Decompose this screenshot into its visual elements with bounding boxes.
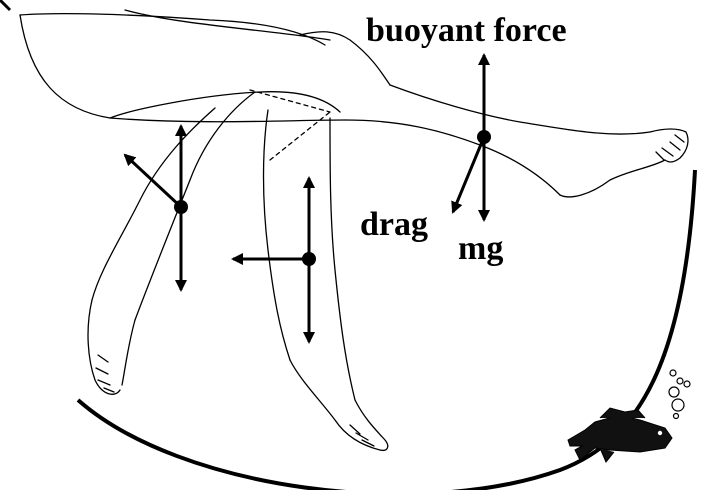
middle-center-dot (302, 252, 316, 266)
middle-leg-forces (233, 178, 316, 342)
upper-center-dot (477, 130, 491, 144)
drag-arrow (453, 137, 484, 212)
left-center-dot (174, 200, 188, 214)
legs-illustration (20, 10, 688, 450)
drag-label: drag (360, 208, 428, 242)
buoyant-force-label: buoyant force (366, 14, 567, 48)
bubbles-icon (669, 370, 690, 419)
water-boundary-arc-top (1, 1, 10, 10)
fish-icon (568, 408, 672, 462)
mg-label: mg (458, 232, 503, 266)
left-drag-arrow (125, 155, 181, 207)
